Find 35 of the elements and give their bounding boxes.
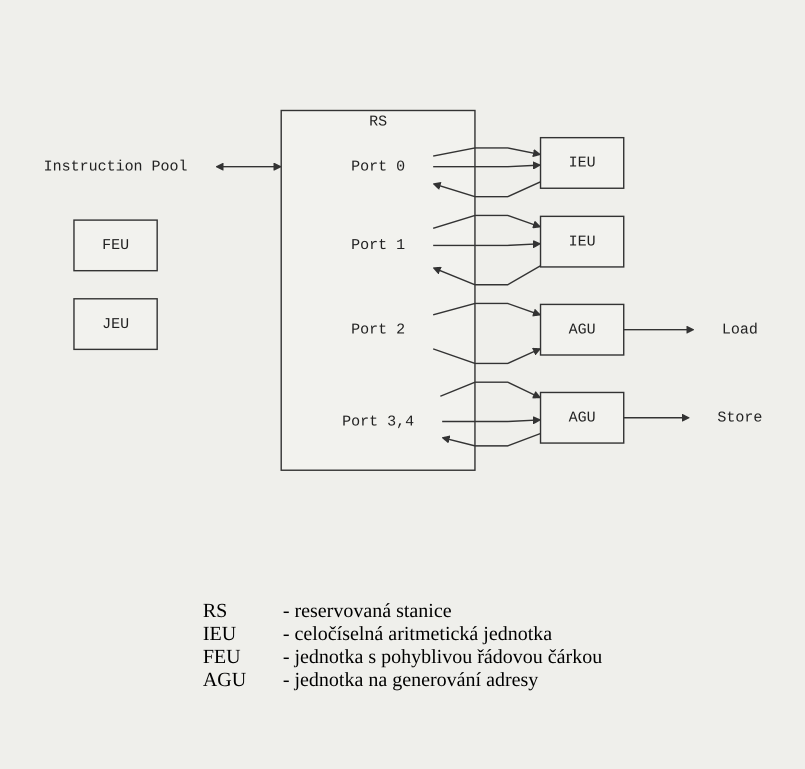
node-box: FEU [72, 219, 158, 272]
abbreviation: IEU [202, 623, 238, 646]
abbreviation: RS [202, 600, 228, 623]
arrow [623, 413, 690, 422]
node-text: Port 3,4 [342, 412, 414, 430]
arrow [432, 302, 540, 316]
node-box: IEU [539, 215, 624, 268]
arrow [432, 240, 540, 248]
abbreviation-definition: - jednotka na generování adresy [282, 669, 540, 692]
abbreviation: FEU [202, 646, 242, 669]
node-text: Port 0 [350, 158, 405, 175]
node-text: Store [716, 408, 762, 426]
node-box: AGU [539, 303, 624, 356]
arrow [442, 416, 540, 424]
node-box: IEU [539, 136, 624, 189]
arrow [432, 160, 540, 170]
arrow [432, 348, 540, 364]
arrow [432, 214, 540, 229]
arrow [623, 325, 694, 334]
node-text: Port 2 [350, 320, 405, 338]
node-text: Load [721, 320, 758, 338]
node-text: Port 1 [350, 236, 405, 254]
node-box: JEU [72, 298, 158, 350]
arrow [432, 180, 540, 198]
abbreviation-definition: - jednotka s pohyblivou řádovou čárkou [282, 646, 602, 669]
abbreviation-definition: - reservovaná stanice [282, 600, 453, 623]
arrow [215, 162, 282, 170]
node-box: AGU [539, 391, 624, 444]
arrow [441, 432, 540, 446]
arrow [440, 381, 540, 398]
arrow [432, 146, 540, 157]
abbreviation-definition: - celočíselná aritmetická jednotka [282, 623, 554, 646]
arrow [432, 264, 540, 286]
node-text: Instruction Pool [43, 158, 188, 175]
abbreviation: AGU [202, 669, 248, 692]
